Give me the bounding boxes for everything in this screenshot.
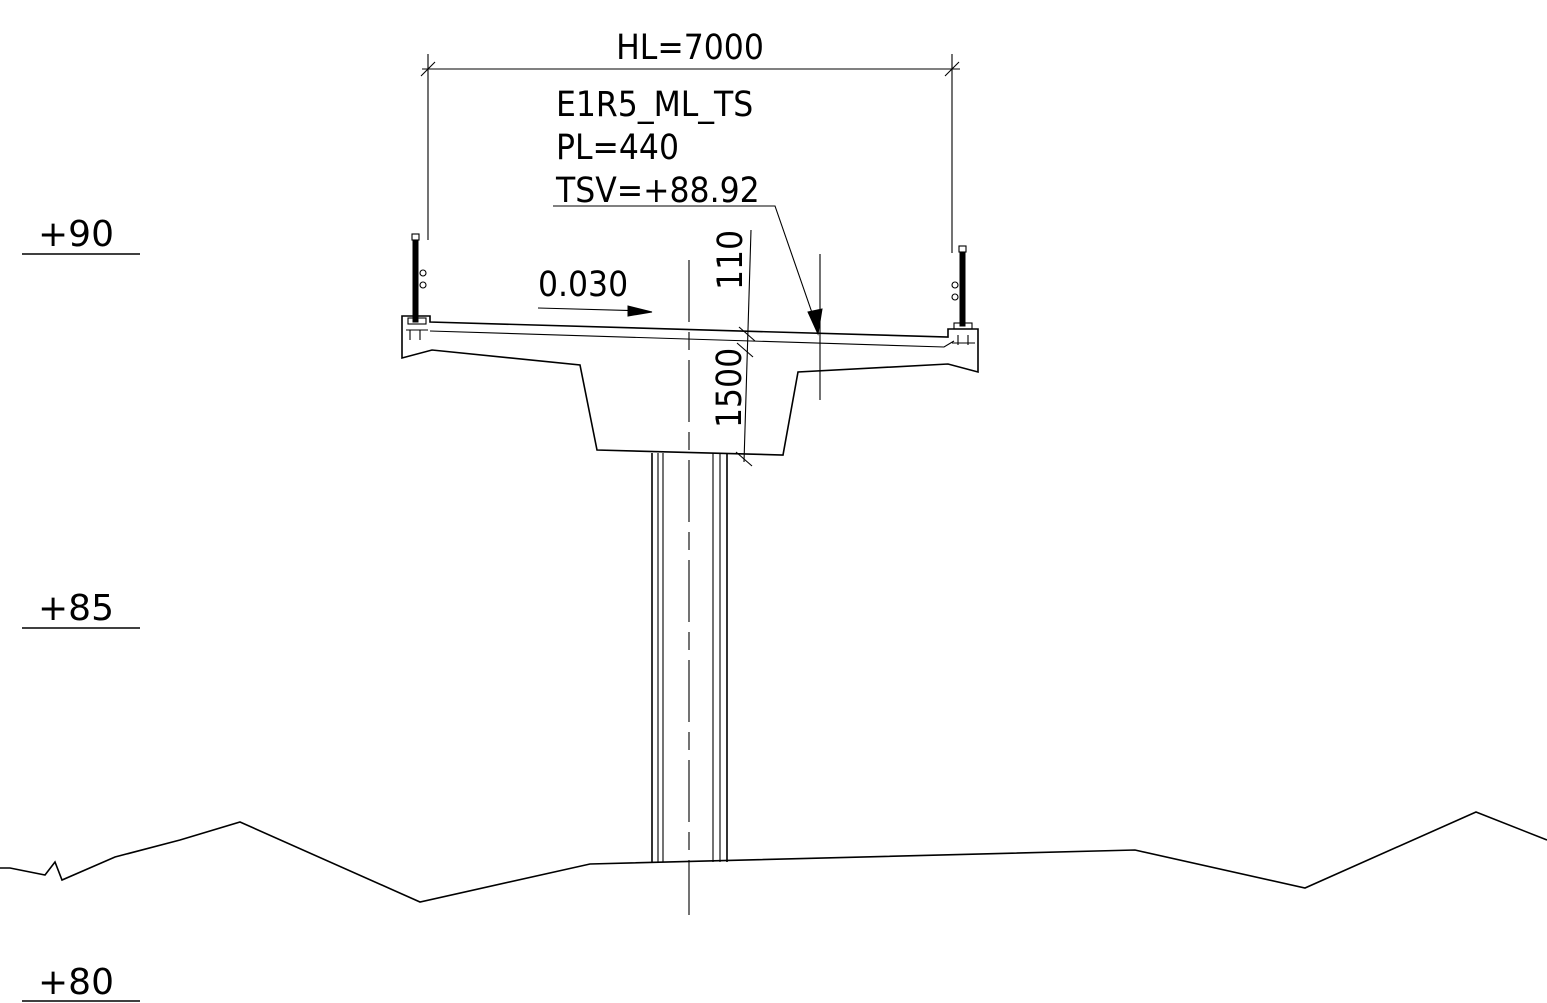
surfacing-dimension-label: 110 — [711, 230, 751, 290]
elevation-mark-80: +80 — [22, 962, 140, 1003]
elevation-mark-90: +90 — [22, 214, 140, 255]
cross-slope-indicator: 0.030 — [537, 265, 653, 317]
elevation-label-80: +80 — [38, 962, 114, 1003]
girder-depth-label: 1500 — [710, 348, 750, 428]
elevation-label-85: +85 — [38, 588, 114, 629]
section-tsv: TSV=+88.92 — [555, 171, 760, 211]
deck-outline — [401, 315, 979, 456]
slope-arrow-icon — [627, 305, 653, 317]
right-parapet — [951, 245, 975, 345]
section-pl: PL=440 — [556, 128, 679, 168]
wearing-surface — [429, 330, 955, 348]
width-label: HL=7000 — [616, 28, 764, 68]
ground-profile — [0, 811, 1547, 903]
width-dimension: HL=7000 — [420, 28, 960, 253]
section-name: E1R5_ML_TS — [556, 85, 753, 125]
pier-column — [651, 453, 728, 862]
elevation-label-90: +90 — [38, 214, 114, 255]
slope-label: 0.030 — [538, 265, 628, 305]
elevation-mark-85: +85 — [22, 588, 140, 629]
depth-dimension: 110 1500 — [710, 230, 756, 467]
left-parapet — [406, 233, 428, 340]
section-info-block: E1R5_ML_TS PL=440 TSV=+88.92 — [553, 85, 823, 336]
